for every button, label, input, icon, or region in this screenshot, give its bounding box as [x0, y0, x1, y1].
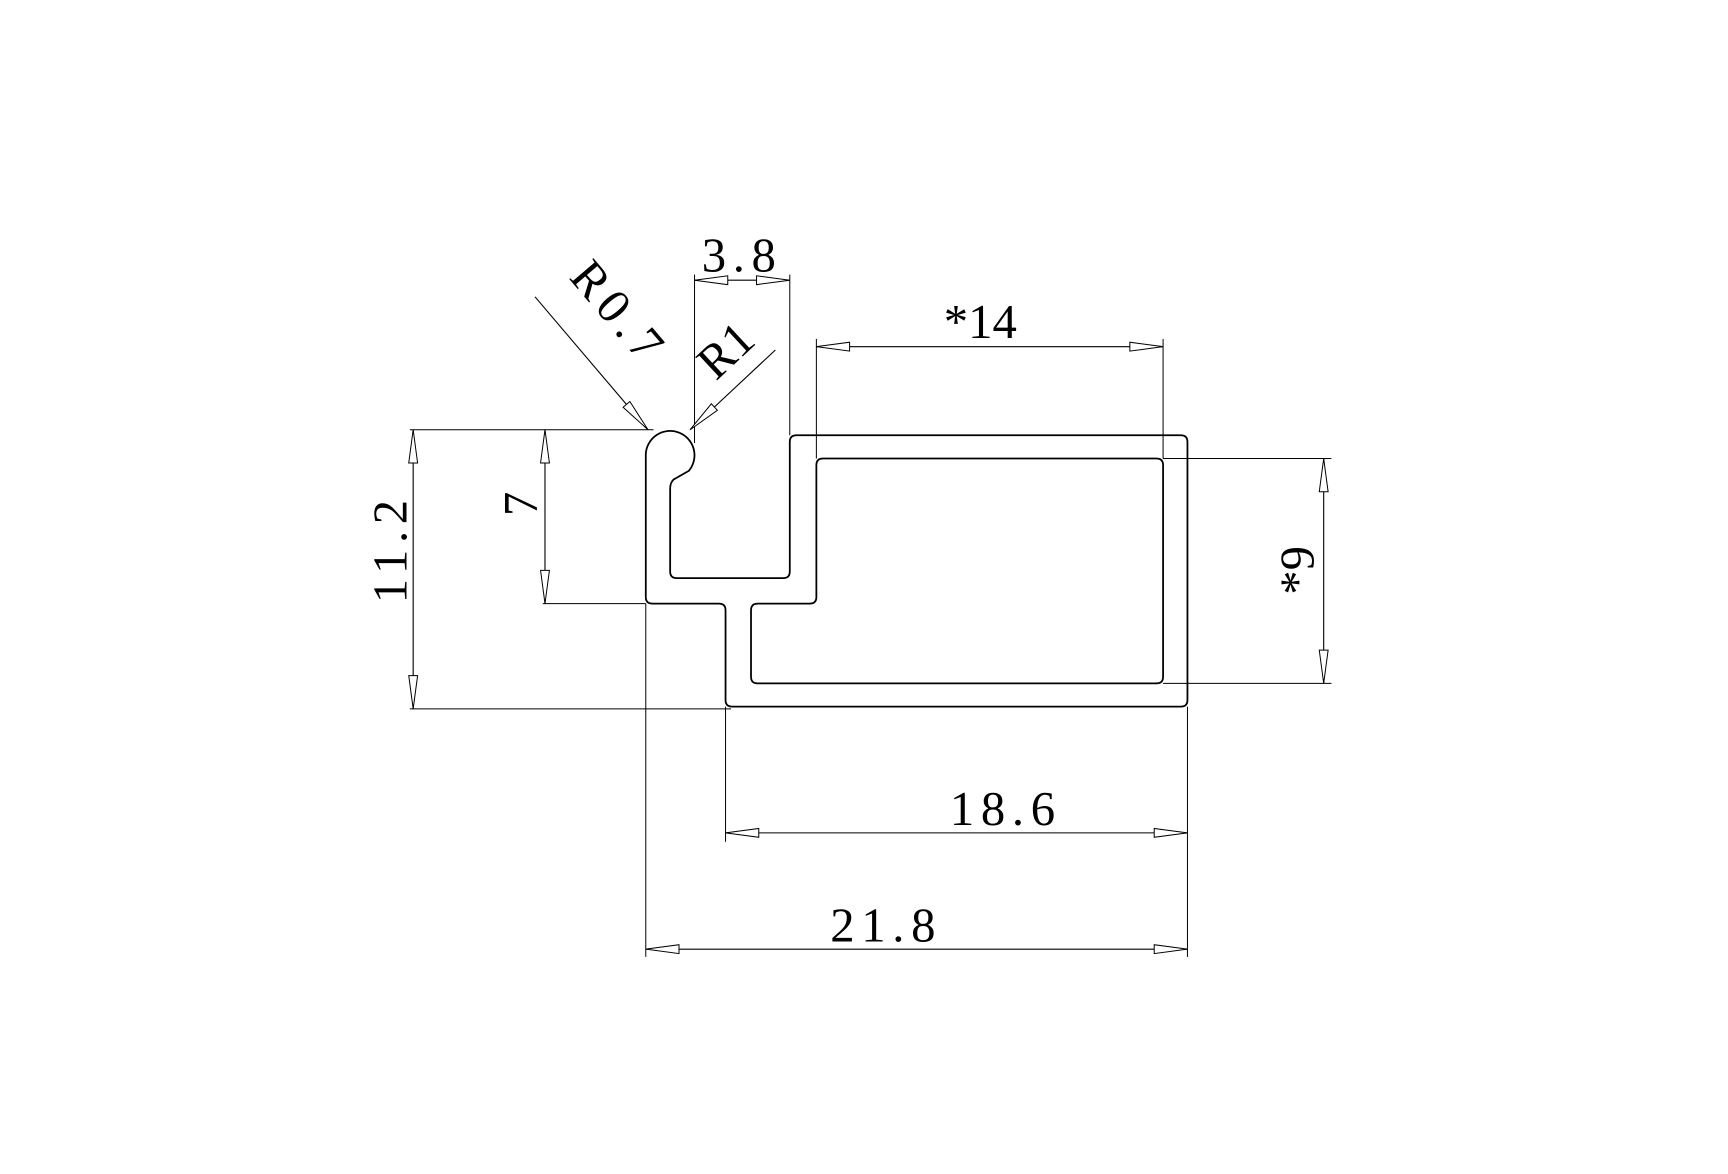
profile-outer-contour [644, 430, 1189, 708]
leader-radius-tip [689, 349, 776, 431]
label-cavity-height: *9 [1271, 546, 1325, 595]
label-overall-height: 11.2 [364, 493, 418, 603]
label-overall-width: 21.8 [830, 898, 942, 952]
label-channel-height: 7 [494, 492, 548, 516]
label-box-width: 18.6 [950, 782, 1062, 836]
label-radius-tip: R1 [686, 311, 764, 389]
label-slot-width: 3.8 [702, 228, 783, 282]
extension-lines [409, 274, 1332, 957]
leader-radius-bulb [534, 296, 649, 431]
label-radius-bulb: R0.7 [560, 250, 679, 376]
label-cavity-width: *14 [944, 295, 1017, 349]
profile-inner-cavity [750, 457, 1164, 685]
